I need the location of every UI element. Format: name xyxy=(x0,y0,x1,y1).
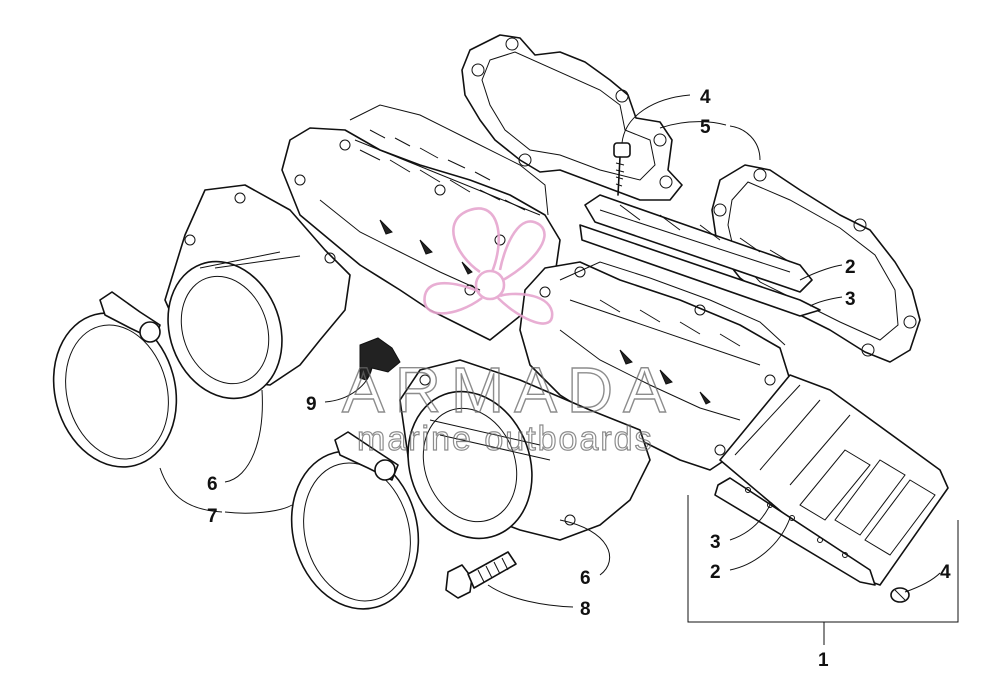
hose-clamp-upper xyxy=(52,291,178,468)
callout-1: 1 xyxy=(818,650,829,671)
intake-boot-lower xyxy=(399,359,651,541)
callout-9: 9 xyxy=(306,394,317,415)
hose-clamp-lower xyxy=(290,431,420,610)
callout-2-lower: 2 xyxy=(710,562,721,583)
propeller-icon xyxy=(423,207,554,325)
callout-4-lower: 4 xyxy=(940,562,951,583)
callout-3-upper: 3 xyxy=(845,289,856,310)
watermark: ARMADA marine outboards xyxy=(341,207,676,459)
callout-7: 7 xyxy=(207,506,218,527)
intake-boot-upper xyxy=(164,184,351,400)
callout-6-lower: 6 xyxy=(580,568,591,589)
callout-3-lower: 3 xyxy=(710,532,721,553)
clip xyxy=(359,337,401,381)
callout-5: 5 xyxy=(700,117,711,138)
leader-lines xyxy=(159,94,959,645)
watermark-subtitle: marine outboards xyxy=(357,420,654,458)
watermark-title: ARMADA xyxy=(342,354,676,426)
screw-upper xyxy=(613,142,631,196)
callout-6-upper: 6 xyxy=(207,474,218,495)
screw-lower xyxy=(890,587,910,603)
reed-plate-upper xyxy=(579,194,821,317)
callout-4-upper: 4 xyxy=(700,87,711,108)
callout-2-upper: 2 xyxy=(845,257,856,278)
bolt xyxy=(445,551,517,599)
gasket-upper xyxy=(461,34,683,201)
callout-labels: 4 5 2 3 9 6 7 3 2 4 6 8 1 xyxy=(207,87,951,671)
reed-petals-lower xyxy=(714,374,949,586)
reed-housing-front xyxy=(519,261,791,471)
callout-8: 8 xyxy=(580,599,591,620)
